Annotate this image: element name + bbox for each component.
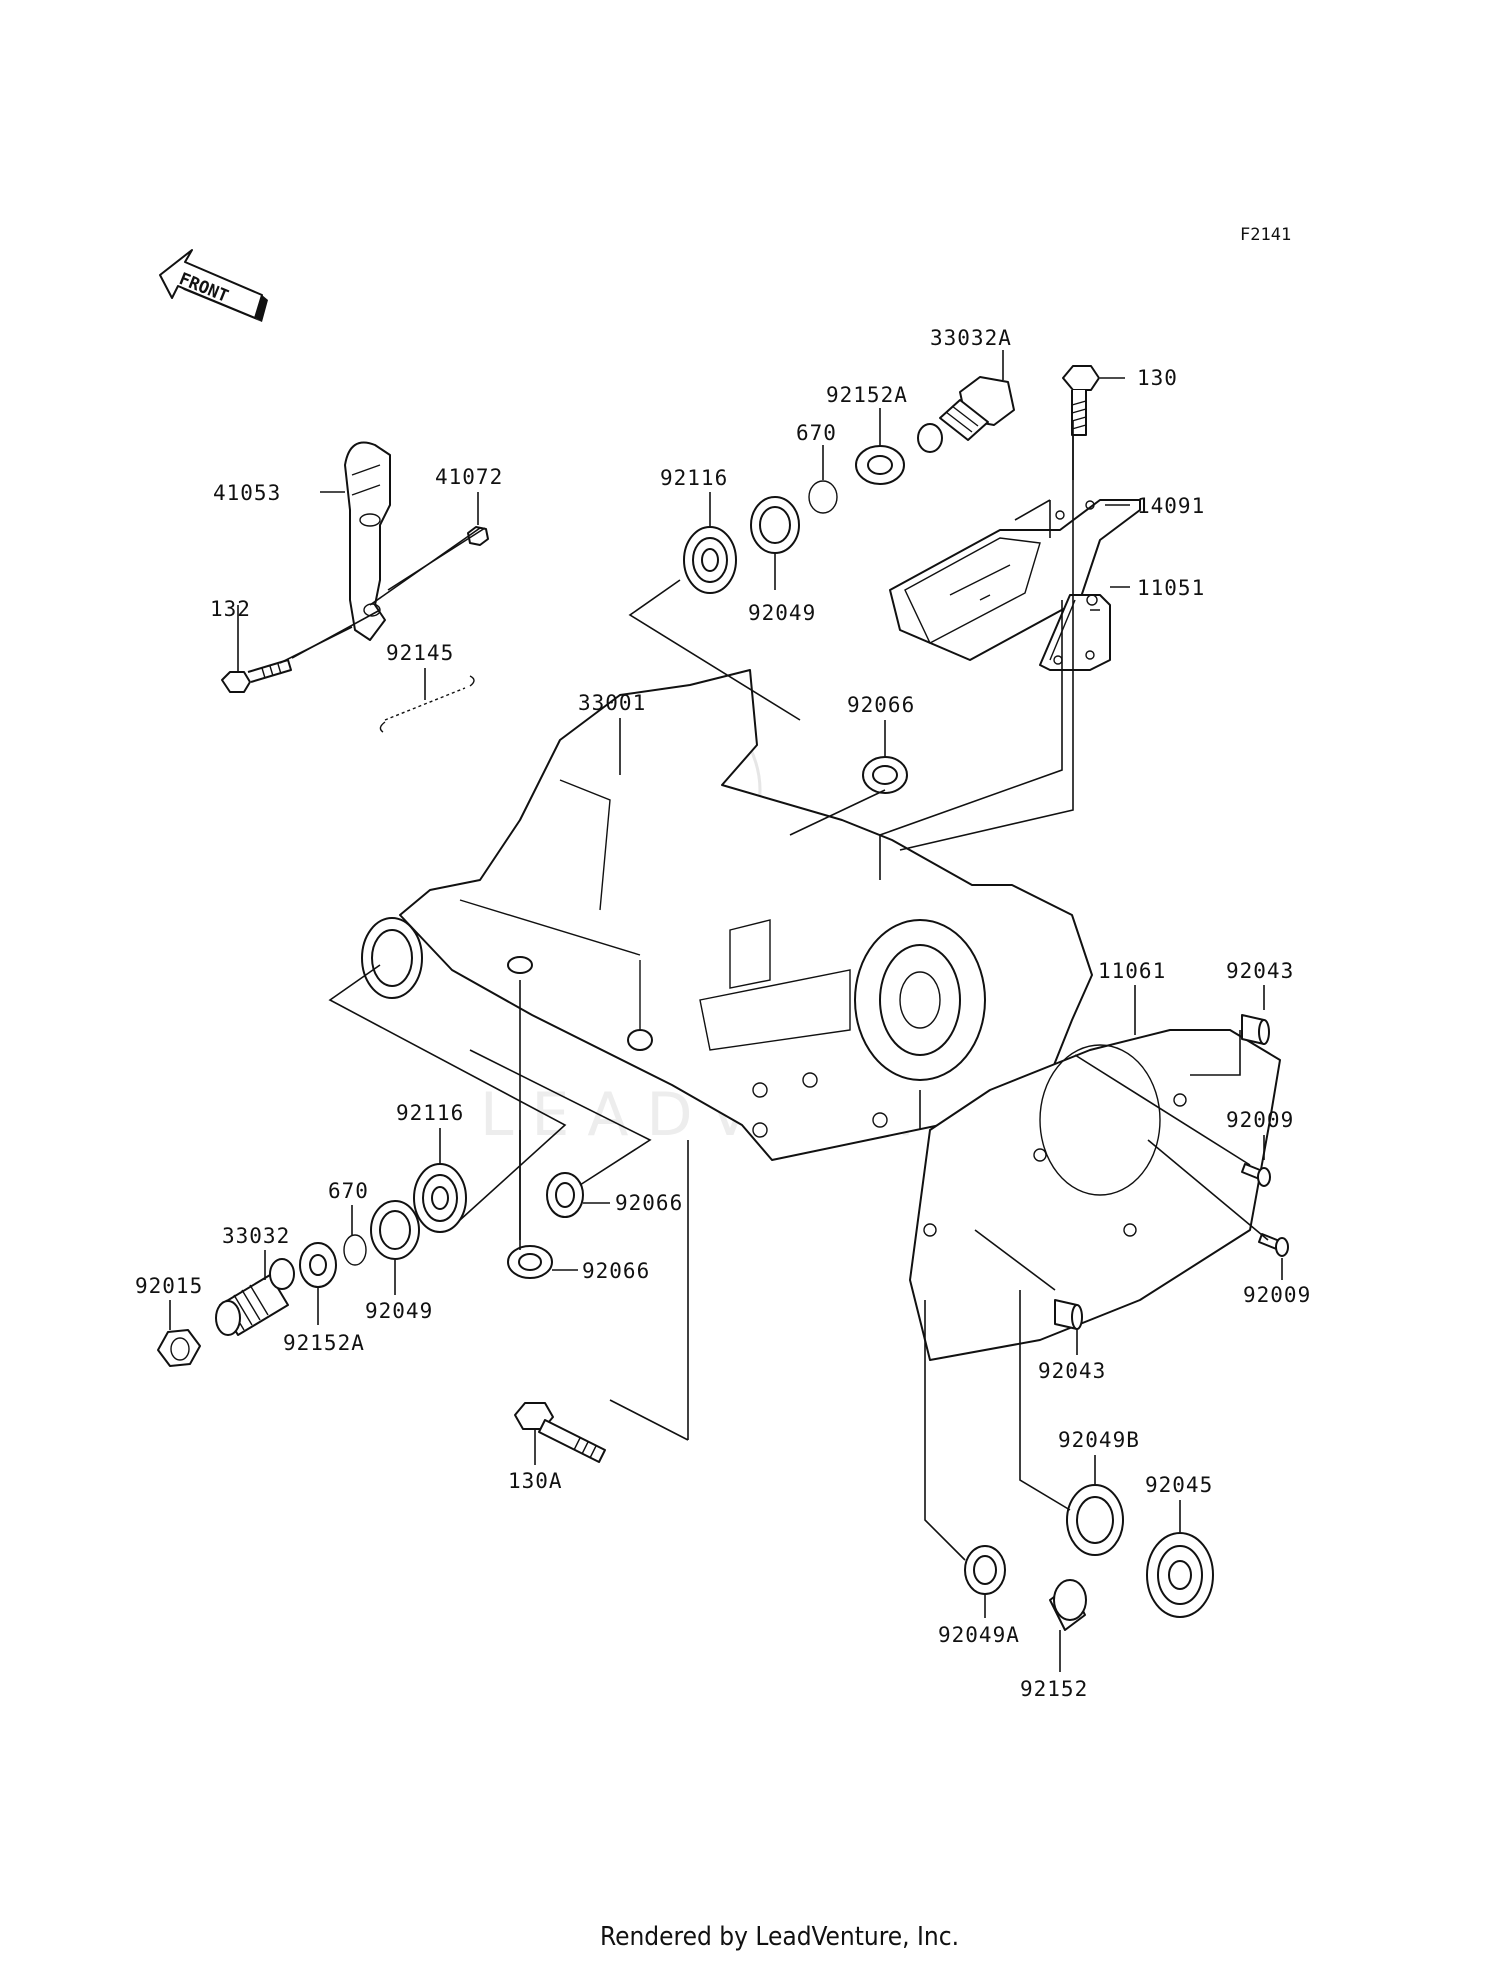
- label-92152A-top: 92152A: [826, 383, 908, 407]
- front-arrow-icon: FRONT: [159, 249, 268, 322]
- label-92045: 92045: [1145, 1473, 1213, 1497]
- reference-code: F2141: [1240, 225, 1291, 245]
- part-41072-nut: [467, 526, 489, 546]
- part-92043-pin-low: [1054, 1299, 1083, 1330]
- label-33032: 33032: [222, 1224, 290, 1248]
- part-132-bolt: [221, 659, 292, 693]
- label-92049A: 92049A: [938, 1623, 1020, 1647]
- leader-lines: [169, 350, 1283, 1672]
- label-130: 130: [1137, 366, 1178, 390]
- label-92066-low: 92066: [582, 1259, 650, 1283]
- part-92045-bearing: [1146, 1532, 1214, 1618]
- part-92152A-washer-top: [855, 445, 905, 485]
- label-92066-mid: 92066: [615, 1191, 683, 1215]
- part-92152A-washer-low: [299, 1242, 337, 1288]
- label-92152A-low: 92152A: [283, 1331, 365, 1355]
- part-14091-cover: [889, 499, 1141, 661]
- part-92049-seal-low: [370, 1200, 420, 1260]
- label-130A: 130A: [508, 1469, 563, 1493]
- label-92049-top: 92049: [748, 601, 816, 625]
- label-92015: 92015: [135, 1274, 203, 1298]
- part-92049B-seal: [1066, 1484, 1124, 1556]
- part-130A-bolt: [514, 1402, 606, 1463]
- label-92009-b: 92009: [1243, 1283, 1311, 1307]
- label-670-top: 670: [796, 421, 837, 445]
- part-41053-lever: [344, 441, 391, 641]
- part-92049-seal-top: [750, 496, 800, 554]
- part-92116-bearing-low: [413, 1163, 467, 1233]
- label-33001: 33001: [578, 691, 646, 715]
- part-92066-bush-mid: [546, 1172, 584, 1218]
- label-11061: 11061: [1098, 959, 1166, 983]
- label-92049-low: 92049: [365, 1299, 433, 1323]
- part-92043-pin-top: [1241, 1014, 1270, 1045]
- label-92116-top: 92116: [660, 466, 728, 490]
- part-11061-gasket: [909, 1029, 1281, 1361]
- part-92145-spring: [379, 675, 475, 733]
- part-92116-bearing-top: [683, 526, 737, 594]
- part-92049A-seal: [964, 1545, 1006, 1595]
- label-92066-top: 92066: [847, 693, 915, 717]
- part-670-circlip-top: [808, 480, 838, 514]
- label-41053: 41053: [213, 481, 281, 505]
- label-11051: 11051: [1137, 576, 1205, 600]
- part-92152-collar: [1049, 1579, 1087, 1631]
- label-14091: 14091: [1137, 494, 1205, 518]
- part-130-bolt: [1062, 365, 1100, 436]
- part-92009-screw-b: [1258, 1233, 1289, 1257]
- label-92116-low: 92116: [396, 1101, 464, 1125]
- label-92043-top: 92043: [1226, 959, 1294, 983]
- label-132: 132: [210, 597, 251, 621]
- part-33032-adjuster: [215, 1258, 295, 1336]
- label-41072: 41072: [435, 465, 503, 489]
- label-92049B: 92049B: [1058, 1428, 1140, 1452]
- part-92066-bush-top: [862, 756, 908, 794]
- label-92152: 92152: [1020, 1677, 1088, 1701]
- part-92015-nut: [157, 1329, 201, 1367]
- label-33032A: 33032A: [930, 326, 1012, 350]
- part-92066-bush-low: [507, 1245, 553, 1279]
- part-33032A-plug: [917, 376, 1015, 453]
- part-670-circlip-low: [343, 1234, 367, 1266]
- part-92009-screw-a: [1241, 1163, 1271, 1187]
- label-92009-a: 92009: [1226, 1108, 1294, 1132]
- label-92145: 92145: [386, 641, 454, 665]
- label-92043-low: 92043: [1038, 1359, 1106, 1383]
- footer-credit: Rendered by LeadVenture, Inc.: [600, 1922, 959, 1952]
- part-33001-swingarm: [361, 669, 1093, 1161]
- label-670-low: 670: [328, 1179, 369, 1203]
